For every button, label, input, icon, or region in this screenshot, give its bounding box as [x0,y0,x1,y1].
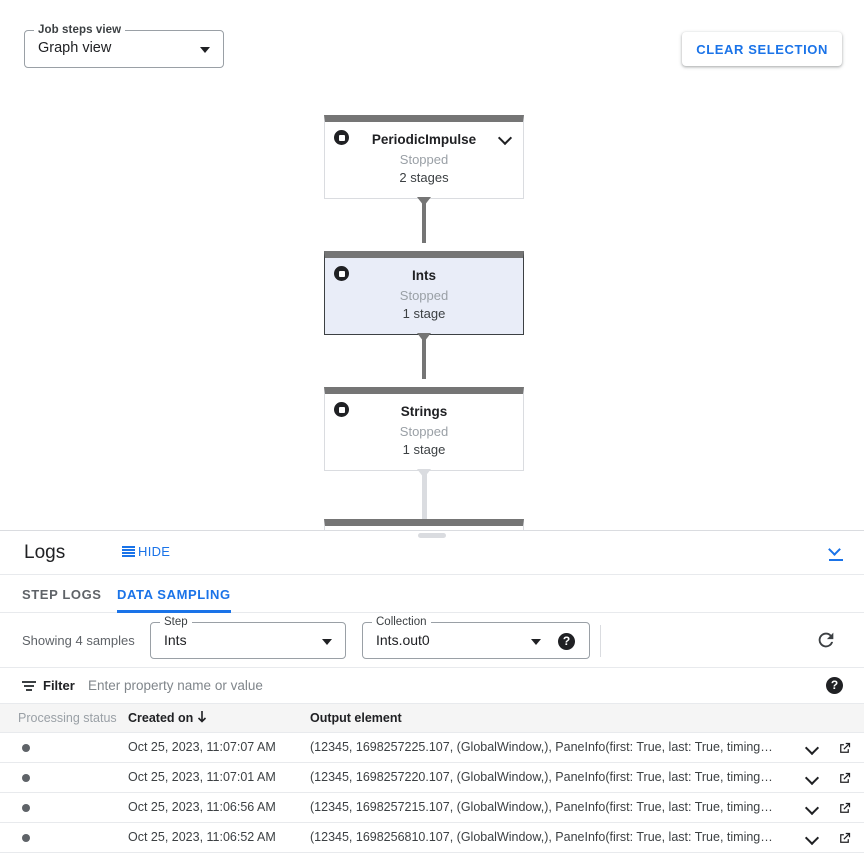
filter-label: Filter [43,678,75,693]
cell-output-element: (12345, 1698257225.107, (GlobalWindow,),… [310,740,773,754]
expand-row-chevron-down-icon[interactable] [806,772,820,786]
filter-bar: Filter ? [0,668,864,704]
collection-select[interactable]: Collection Ints.out0 ? [362,615,590,659]
data-sampling-controls: Showing 4 samples Step Ints Collection I… [0,613,864,668]
cell-output-element: (12345, 1698257220.107, (GlobalWindow,),… [310,770,773,784]
column-header-created-on[interactable]: Created on [128,711,194,725]
node-stages: 2 stages [399,170,449,185]
table-row[interactable]: Oct 25, 2023, 11:06:56 AM (12345, 169825… [0,793,864,823]
logs-title: Logs [24,542,66,563]
connector-arrow-2 [417,333,431,342]
panel-resize-handle[interactable] [418,533,446,538]
node-status: Stopped [399,152,449,167]
stop-circle-icon [334,402,349,417]
collection-select-value: Ints.out0 [376,632,430,648]
sort-descending-icon[interactable] [196,710,208,724]
table-row[interactable]: Oct 25, 2023, 11:07:07 AM (12345, 169825… [0,733,864,763]
tab-step-logs[interactable]: STEP LOGS [22,586,102,602]
collection-select-label: Collection [372,615,431,629]
connector-2 [422,335,426,379]
node-status: Stopped [399,288,449,303]
node-stages: 1 stage [402,442,446,457]
hide-logs-label: HIDE [138,544,171,559]
node-title: Strings [400,404,448,419]
connector-arrow-3 [417,469,431,478]
status-dot [22,834,30,842]
help-icon[interactable]: ? [558,633,575,650]
chevron-down-icon [200,47,210,53]
graph-node-ints[interactable]: Ints Stopped 1 stage [324,251,524,335]
node-title: Ints [411,268,436,283]
expand-row-chevron-down-icon[interactable] [806,802,820,816]
status-dot [22,744,30,752]
logs-panel: Logs HIDE STEP LOGS DATA SAMPLING Showin… [0,530,864,856]
status-dot [22,774,30,782]
graph-node-strings[interactable]: Strings Stopped 1 stage [324,387,524,471]
chevron-down-icon [531,639,541,645]
showing-samples-text: Showing 4 samples [22,633,135,648]
graph-node-partial[interactable] [324,519,524,532]
stop-circle-icon [334,266,349,281]
open-in-new-icon[interactable] [837,831,852,846]
connector-arrow-1 [417,197,431,206]
expand-row-chevron-down-icon[interactable] [806,742,820,756]
chevron-down-icon[interactable] [499,131,513,145]
logs-tabs: STEP LOGS DATA SAMPLING [0,575,864,613]
node-stages: 1 stage [402,306,446,321]
graph-node-periodicimpulse[interactable]: PeriodicImpulse Stopped 2 stages [324,115,524,199]
step-select[interactable]: Step Ints [150,615,346,659]
job-steps-view-select[interactable]: Job steps view Graph view [24,23,224,68]
column-header-processing-status[interactable]: Processing status [18,711,117,725]
step-select-label: Step [160,615,192,629]
status-dot [22,804,30,812]
samples-table: Processing status Created on Output elem… [0,704,864,853]
column-header-output-element[interactable]: Output element [310,711,402,725]
open-in-new-icon[interactable] [837,771,852,786]
filter-input[interactable] [86,677,786,694]
open-in-new-icon[interactable] [837,741,852,756]
stop-circle-icon [334,130,349,145]
cell-created-on: Oct 25, 2023, 11:06:52 AM [128,830,276,844]
table-row[interactable]: Oct 25, 2023, 11:06:52 AM (12345, 169825… [0,823,864,853]
cell-created-on: Oct 25, 2023, 11:07:07 AM [128,740,276,754]
refresh-icon[interactable] [815,629,837,651]
expand-row-chevron-down-icon[interactable] [806,832,820,846]
job-steps-view-value: Graph view [38,40,112,56]
connector-3 [422,471,427,520]
connector-1 [422,199,426,243]
list-lines-icon [122,546,135,557]
toolbar-divider [600,625,601,657]
job-graph-canvas: Job steps view Graph view CLEAR SELECTIO… [0,0,864,532]
clear-selection-button[interactable]: CLEAR SELECTION [682,32,842,66]
logs-panel-header: Logs HIDE [0,531,864,575]
step-select-value: Ints [164,632,187,648]
cell-output-element: (12345, 1698257215.107, (GlobalWindow,),… [310,800,773,814]
node-title: PeriodicImpulse [371,132,477,147]
hide-logs-button[interactable]: HIDE [122,544,170,559]
help-icon[interactable]: ? [826,677,843,694]
tab-data-sampling[interactable]: DATA SAMPLING [117,575,231,613]
table-header-row: Processing status Created on Output elem… [0,704,864,733]
filter-icon [22,681,36,692]
node-status: Stopped [399,424,449,439]
cell-output-element: (12345, 1698256810.107, (GlobalWindow,),… [310,830,773,844]
cell-created-on: Oct 25, 2023, 11:06:56 AM [128,800,276,814]
collapse-panel-icon[interactable] [826,543,846,563]
cell-created-on: Oct 25, 2023, 11:07:01 AM [128,770,276,784]
table-row[interactable]: Oct 25, 2023, 11:07:01 AM (12345, 169825… [0,763,864,793]
chevron-down-icon [322,639,332,645]
open-in-new-icon[interactable] [837,801,852,816]
job-steps-view-label: Job steps view [34,23,126,37]
